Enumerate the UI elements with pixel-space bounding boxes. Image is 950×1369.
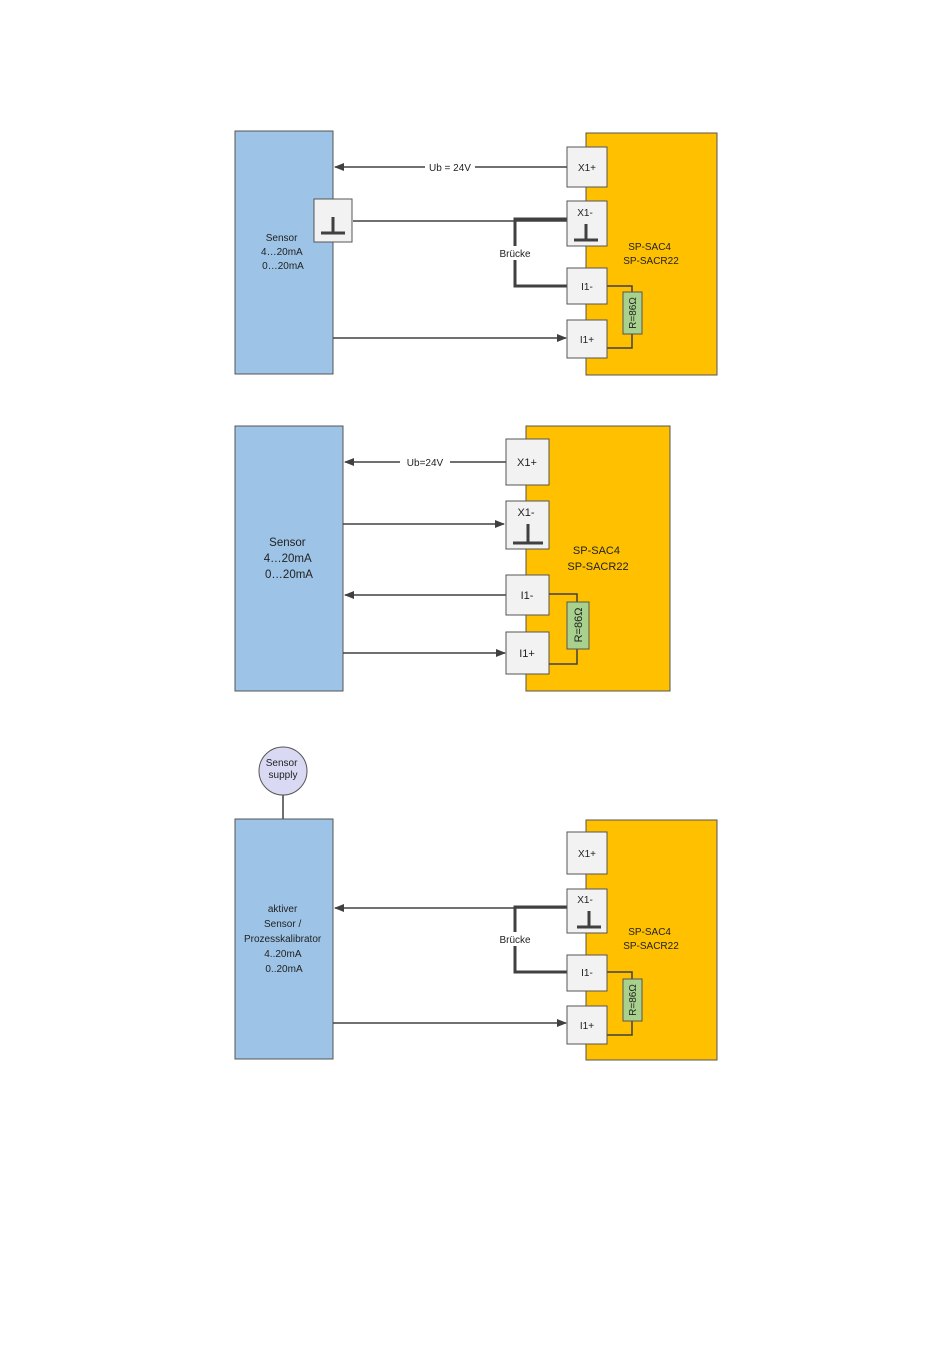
terminal-x1-minus-label: X1- [517, 507, 534, 519]
sensor-supply-text: Sensor supply [266, 758, 300, 781]
terminal-i1-plus-label: I1+ [580, 1021, 594, 1032]
terminal-i1-minus-label: I1- [581, 968, 593, 979]
resistor-label: R=86Ω [628, 984, 639, 1016]
sensor-text: Sensor 4…20mA 0…20mA [261, 233, 305, 272]
terminal-i1-plus-label: I1+ [519, 648, 535, 660]
bridge-label: Brücke [499, 935, 531, 946]
terminal-x1-plus-label: X1+ [578, 849, 596, 860]
terminal-x1-plus-label: X1+ [517, 457, 537, 469]
bridge-label: Brücke [499, 249, 531, 260]
resistor-label: R=86Ω [628, 297, 639, 329]
terminal-i1-minus-label: I1- [581, 282, 593, 293]
terminal-x1-plus-label: X1+ [578, 163, 596, 174]
terminal-i1-plus-label: I1+ [580, 335, 594, 346]
diagram-1: Ub = 24V Brücke X1+ X1- I1- I1+ R=86Ω [235, 131, 717, 375]
supply-label: Ub=24V [407, 458, 444, 469]
diagram-2: Ub=24V X1+ X1- I1- I1+ R=86Ω Sensor 4…20… [235, 426, 670, 691]
supply-label: Ub = 24V [429, 163, 471, 174]
resistor-label: R=86Ω [573, 608, 585, 643]
terminal-x1-minus-label: X1- [577, 208, 593, 219]
sensor-text: Sensor 4…20mA 0…20mA [264, 537, 315, 581]
diagram-3: Sensor supply Brücke X1+ X1- I1- I1+ R=8… [235, 747, 717, 1060]
terminal-i1-minus-label: I1- [521, 590, 534, 602]
terminal-x1-minus-label: X1- [577, 895, 593, 906]
